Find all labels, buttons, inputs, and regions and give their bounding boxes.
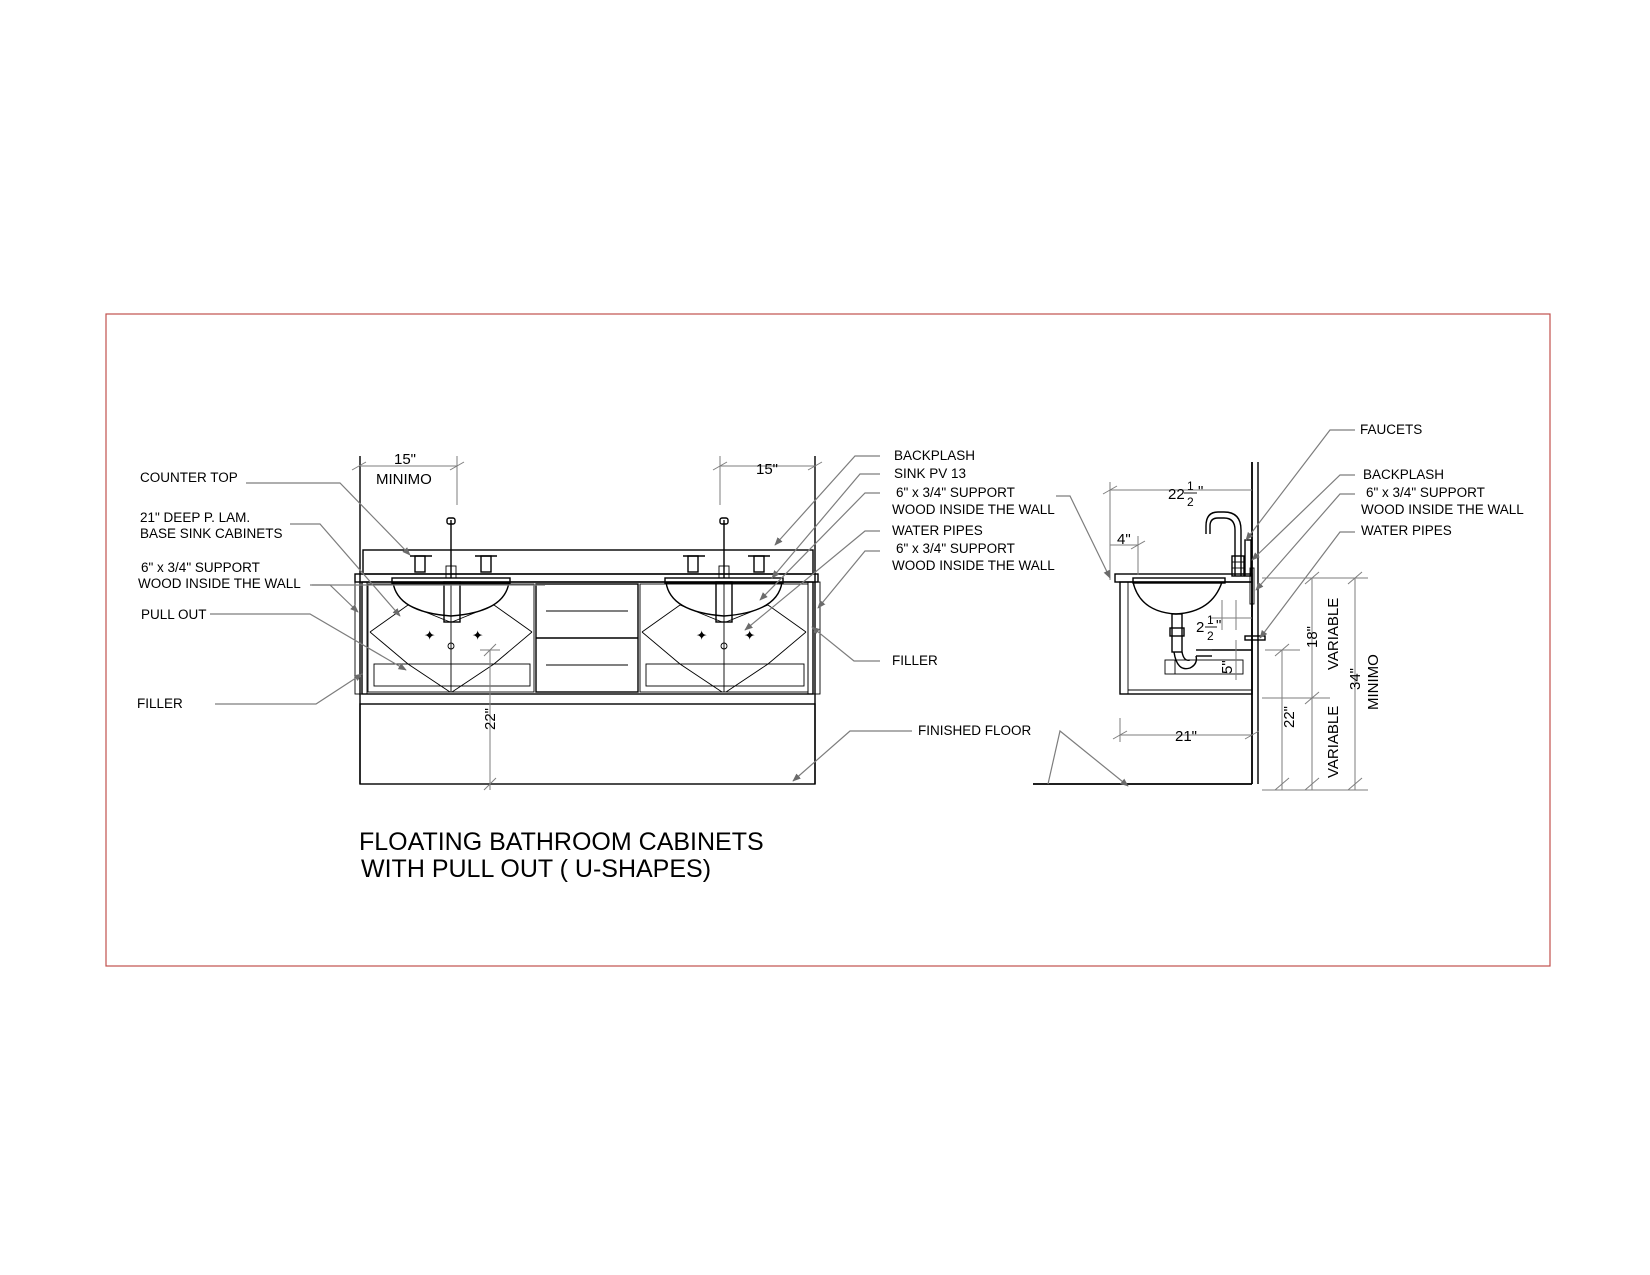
dim-right-15-text: 15" xyxy=(756,461,778,478)
dim-side-width-den: 2 xyxy=(1187,495,1194,509)
dim-left-15 xyxy=(351,456,465,505)
side-section: 22 1 2 " 4" 2 1 2 " 5" 21" xyxy=(1033,422,1524,791)
backsplash xyxy=(362,549,814,575)
wall-outline xyxy=(359,703,816,785)
left-sink-cabinet: ✦ ✦ xyxy=(367,517,535,693)
label-filler-left: FILLER xyxy=(137,696,183,711)
svg-text:✦: ✦ xyxy=(472,628,484,643)
label-faucets: FAUCETS xyxy=(1360,422,1422,437)
label-support-right-b1: 6" x 3/4" SUPPORT xyxy=(896,541,1015,556)
dim-side-drain-den: 2 xyxy=(1207,629,1214,643)
dim-side-h-22: 22" xyxy=(1281,706,1298,728)
label-support-left-1: 6" x 3/4" SUPPORT xyxy=(141,560,260,575)
dim-side-width-unit: " xyxy=(1198,483,1203,500)
sheet-frame xyxy=(105,313,1551,967)
label-support-right-a1: 6" x 3/4" SUPPORT xyxy=(896,485,1015,500)
label-support-right-b2: WOOD INSIDE THE WALL xyxy=(892,558,1055,573)
drawing-title-line2: WITH PULL OUT ( U-SHAPES) xyxy=(361,855,711,883)
label-deep-cabinets-2: BASE SINK CABINETS xyxy=(140,526,283,541)
label-water-pipes: WATER PIPES xyxy=(892,523,983,538)
dim-side-drain-whole: 2 xyxy=(1196,619,1204,636)
dim-side-h-34: 34" xyxy=(1347,668,1364,690)
svg-text:✦: ✦ xyxy=(424,628,436,643)
side-cabinet xyxy=(1119,581,1253,695)
svg-text:✦: ✦ xyxy=(744,628,756,643)
drawing-title-line1: FLOATING BATHROOM CABINETS xyxy=(359,828,764,856)
label-sink: SINK PV 13 xyxy=(894,466,966,481)
dim-side-drain-num: 1 xyxy=(1207,613,1214,627)
label-backsplash: BACKPLASH xyxy=(894,448,975,463)
dim-side-variable-a: VARIABLE xyxy=(1325,598,1342,670)
label-side-water-pipes: WATER PIPES xyxy=(1361,523,1452,538)
dim-side-variable-b: VARIABLE xyxy=(1325,706,1342,778)
center-drawer-bank xyxy=(535,583,639,693)
dim-side-trap-5: 5" xyxy=(1219,660,1236,674)
dim-side-h-18: 18" xyxy=(1304,626,1321,648)
dim-side-depth-21: 21" xyxy=(1175,728,1197,745)
dim-side-offset-4: 4" xyxy=(1117,531,1131,548)
svg-text:✦: ✦ xyxy=(696,628,708,643)
label-finished-floor: FINISHED FLOOR xyxy=(918,723,1032,738)
dim-height-22-text: 22" xyxy=(482,708,499,730)
dim-left-15-text: 15" xyxy=(394,451,416,468)
filler-left xyxy=(354,581,368,695)
front-elevation: ✦ ✦ xyxy=(137,448,1055,791)
label-filler-right: FILLER xyxy=(892,653,938,668)
dim-side-minimo: MINIMO xyxy=(1365,654,1382,710)
dim-left-minimo-text: MINIMO xyxy=(376,471,432,488)
dim-height-22 xyxy=(480,643,500,791)
dim-right-15 xyxy=(712,456,823,505)
filler-right xyxy=(807,581,821,695)
label-side-support-2: WOOD INSIDE THE WALL xyxy=(1361,502,1524,517)
label-side-backsplash: BACKPLASH xyxy=(1363,467,1444,482)
label-deep-cabinets-1: 21" DEEP P. LAM. xyxy=(140,510,250,525)
label-side-support-1: 6" x 3/4" SUPPORT xyxy=(1366,485,1485,500)
dim-side-width-whole: 22 xyxy=(1168,486,1185,503)
dim-side-width-num: 1 xyxy=(1187,479,1194,493)
label-support-right-a2: WOOD INSIDE THE WALL xyxy=(892,502,1055,517)
label-counter-top: COUNTER TOP xyxy=(140,470,238,485)
label-pull-out: PULL OUT xyxy=(141,607,207,622)
dim-side-drain-unit: " xyxy=(1216,617,1221,634)
label-support-left-2: WOOD INSIDE THE WALL xyxy=(138,576,301,591)
right-sink-cabinet: ✦ ✦ xyxy=(639,517,809,693)
